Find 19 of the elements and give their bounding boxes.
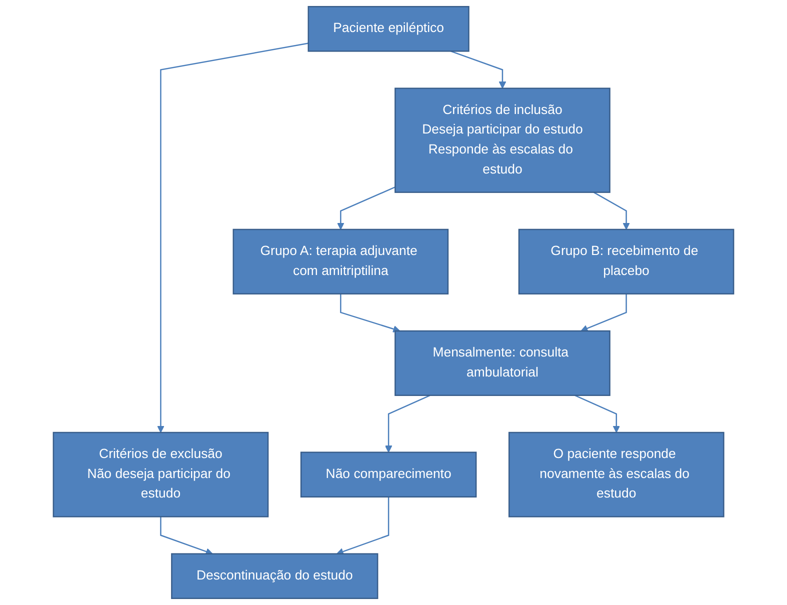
arrow [384, 394, 430, 453]
arrow [580, 294, 627, 332]
node-box: Mensalmente: consulta ambulatorial [394, 330, 610, 396]
node-box: Grupo A: terapia adjuvante com amitriptilina [232, 228, 449, 294]
node-box: Critérios de exclusão Não deseja participar do estudo [52, 432, 269, 518]
arrow [336, 496, 390, 556]
arrow [340, 294, 400, 332]
arrow [574, 394, 620, 433]
node-box: Paciente epiléptico [308, 6, 470, 52]
arrow [160, 516, 213, 556]
node-box: Critérios de inclusão Deseja participar do estudo Responde às escalas do estudo [394, 88, 610, 193]
node-box: Não comparecimento [300, 452, 477, 498]
arrow [450, 50, 506, 89]
arrow [593, 192, 630, 230]
node-box: Descontinuação do estudo [171, 553, 378, 600]
arrow [337, 186, 396, 230]
arrow [157, 42, 308, 433]
node-box: Grupo B: recebimento de placebo [518, 228, 734, 294]
node-box: O paciente responde novamente às escalas do estudo [508, 432, 724, 518]
